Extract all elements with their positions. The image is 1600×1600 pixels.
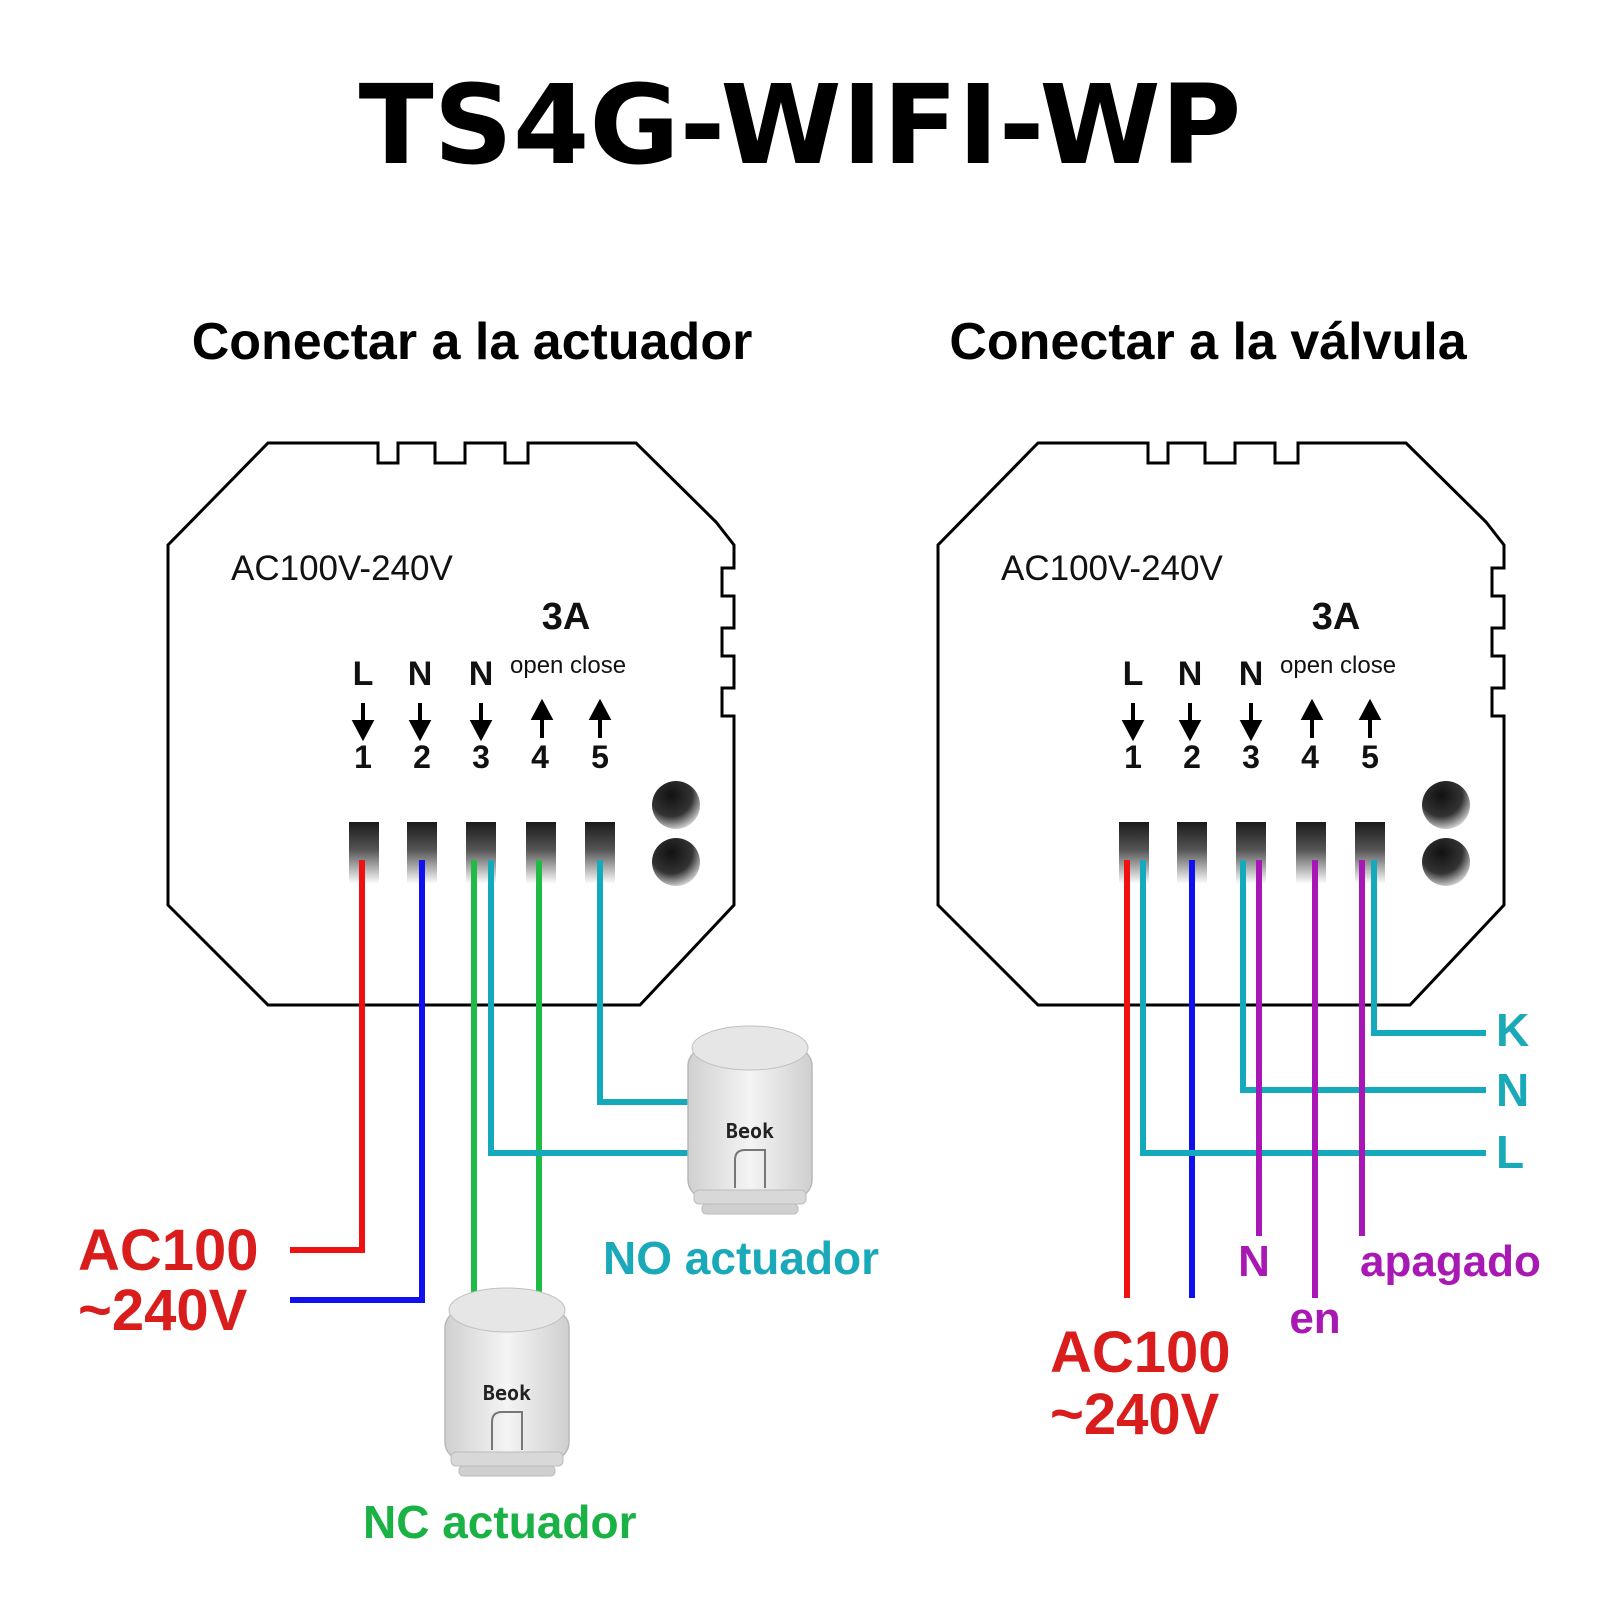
left-wires <box>290 860 690 1303</box>
valve-label-K: K <box>1496 1004 1529 1056</box>
right-terminal-number-1: 1 <box>1124 739 1142 775</box>
right-terminal-number-5: 5 <box>1361 739 1379 775</box>
up-arrow-icon <box>1300 698 1324 720</box>
right-terminal-label-N2: N <box>1239 655 1264 693</box>
left-current-rating: 3A <box>542 596 591 638</box>
right-terminal-number-4: 4 <box>1301 739 1319 775</box>
purple-label-N: N <box>1238 1237 1270 1286</box>
screw-hole-icon <box>1422 838 1470 886</box>
right-open-close-label: open close <box>1280 652 1396 679</box>
wire-red <box>290 860 365 1253</box>
down-arrow-icon <box>1178 720 1202 742</box>
left-terminal-number-5: 5 <box>591 739 609 775</box>
up-arrow-icon <box>1358 698 1382 720</box>
right-power-label-2: ~240V <box>1050 1382 1220 1447</box>
screw-hole-icon <box>1422 781 1470 829</box>
left-voltage-rating: AC100V-240V <box>231 549 453 588</box>
purple-label-en: en <box>1289 1294 1340 1343</box>
left-terminal-number-2: 2 <box>413 739 431 775</box>
left-terminal-label-L: L <box>353 655 374 693</box>
right-unit-outline <box>936 441 1506 1007</box>
no-actuator-label: NO actuador <box>603 1232 879 1284</box>
wire-teal <box>488 860 690 1156</box>
main-title: TS4G-WIFI-WP <box>359 61 1242 189</box>
up-arrow-icon <box>588 698 612 720</box>
right-thermostat-unit: AC100V-240V 3A L N N open close 1 2 3 4 … <box>936 441 1506 1007</box>
down-arrow-icon <box>351 720 375 742</box>
left-thermostat-unit: AC100V-240V 3A L N N open close 1 2 3 4 … <box>166 441 736 1007</box>
down-arrow-icon <box>408 720 432 742</box>
right-voltage-rating: AC100V-240V <box>1001 549 1223 588</box>
nc-actuator-brand: Beok <box>483 1381 531 1405</box>
left-heading: Conectar a la actuador <box>192 313 753 371</box>
wire-teal <box>1371 860 1486 1036</box>
wire-teal <box>1140 860 1486 1156</box>
wire-teal <box>597 860 690 1105</box>
right-current-rating: 3A <box>1312 596 1361 638</box>
screw-hole-icon <box>652 838 700 886</box>
purple-label-apagado: apagado <box>1360 1237 1541 1286</box>
left-terminal-number-3: 3 <box>472 739 490 775</box>
left-terminal-label-N2: N <box>469 655 494 693</box>
right-power-label-1: AC100 <box>1050 1320 1231 1385</box>
valve-label-L: L <box>1496 1126 1524 1178</box>
wire-teal <box>1240 860 1486 1093</box>
wire-blue <box>290 860 425 1303</box>
right-heading: Conectar a la válvula <box>949 313 1467 371</box>
left-terminal-arrows <box>351 698 612 742</box>
no-actuator-image: Beok <box>687 1025 813 1215</box>
right-terminal-number-3: 3 <box>1242 739 1260 775</box>
up-arrow-icon <box>530 698 554 720</box>
no-actuator-brand: Beok <box>726 1119 774 1143</box>
left-power-label-2: ~240V <box>78 1278 248 1343</box>
right-wires <box>1124 860 1486 1298</box>
terminal-slot <box>1296 822 1326 884</box>
screw-hole-icon <box>652 781 700 829</box>
left-unit-outline <box>166 441 736 1007</box>
left-terminal-number-4: 4 <box>531 739 549 775</box>
right-terminal-arrows <box>1121 698 1382 742</box>
valve-label-N: N <box>1496 1064 1529 1116</box>
down-arrow-icon <box>469 720 493 742</box>
left-open-close-label: open close <box>510 652 626 679</box>
nc-actuator-image: Beok <box>444 1287 570 1477</box>
nc-actuator-label: NC actuador <box>363 1496 637 1548</box>
left-power-label-1: AC100 <box>78 1218 259 1283</box>
down-arrow-icon <box>1239 720 1263 742</box>
left-terminal-label-N1: N <box>408 655 433 693</box>
left-terminal-number-1: 1 <box>354 739 372 775</box>
right-terminal-number-2: 2 <box>1183 739 1201 775</box>
down-arrow-icon <box>1121 720 1145 742</box>
right-terminal-label-N1: N <box>1178 655 1203 693</box>
right-terminal-label-L: L <box>1123 655 1144 693</box>
